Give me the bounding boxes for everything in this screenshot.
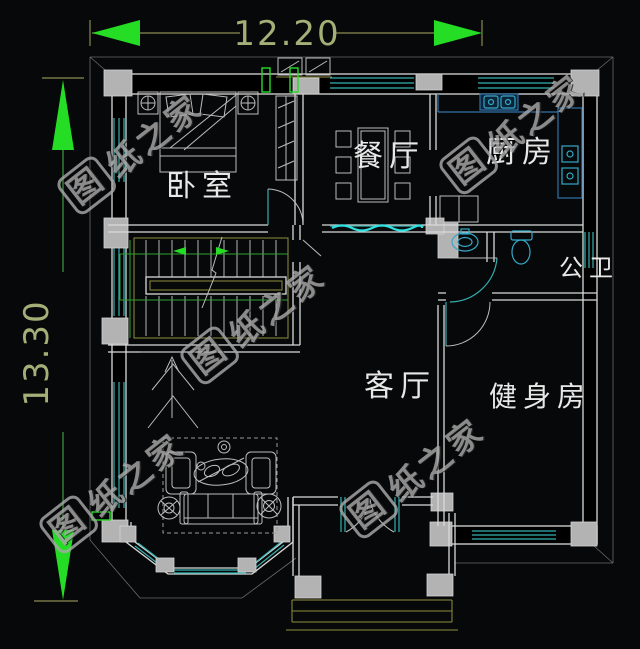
window-top-dining	[330, 77, 414, 89]
window-right-bathroom	[584, 232, 594, 268]
armchair-right	[245, 451, 277, 495]
stair-direction-arrow	[140, 351, 199, 429]
stairhall-door-leaf	[302, 239, 322, 257]
coffee-table-decor	[193, 440, 249, 486]
living-room-rug	[162, 437, 278, 534]
dining-table	[357, 127, 389, 203]
structural-columns	[101, 69, 600, 573]
entry-steps	[286, 599, 458, 631]
dimension-arrow-down	[52, 530, 74, 600]
room-label-kitchen: 厨房	[486, 135, 558, 170]
round-side-table-right	[256, 493, 282, 519]
room-label-bedroom: 卧室	[166, 169, 238, 204]
dimension-arrow-up	[52, 80, 74, 150]
dimension-arrow-left	[92, 20, 140, 46]
staircase	[119, 236, 289, 339]
nightstand-right	[237, 91, 259, 115]
dimension-width: 12.20	[89, 14, 483, 54]
bathroom-door	[449, 257, 498, 303]
window-gym-bottom	[472, 530, 556, 540]
interior-walls	[108, 94, 597, 526]
window-left-bedroom	[113, 118, 125, 182]
downpipe-markers	[91, 67, 299, 521]
window-left-living	[113, 382, 125, 508]
entry-double-door	[292, 496, 456, 576]
refrigerator	[439, 195, 479, 223]
kitchen-counter	[437, 94, 583, 199]
wardrobe	[275, 95, 298, 181]
vent-boxes	[276, 57, 332, 78]
armchair-left	[165, 451, 197, 495]
dimension-arrow-right	[434, 20, 482, 46]
toilet-icon	[510, 230, 533, 265]
dimension-width-label: 12.20	[233, 14, 340, 54]
room-label-bathroom: 公卫	[559, 254, 619, 282]
window-bay	[134, 541, 285, 574]
room-label-dining: 餐厅	[353, 139, 425, 174]
gym-door	[445, 301, 491, 347]
dimension-height: 13.30	[17, 77, 84, 602]
bed	[159, 91, 237, 173]
room-label-living: 客厅	[364, 369, 436, 404]
round-side-table-left	[157, 496, 181, 520]
window-left-stairs	[113, 248, 125, 316]
bedroom-door	[267, 188, 304, 226]
room-label-gym: 健身房	[489, 380, 591, 413]
sofa	[179, 491, 263, 525]
nightstand-left	[137, 91, 159, 115]
window-top-kitchen	[478, 77, 554, 89]
porch-columns	[294, 573, 454, 599]
roof-eave-outline	[89, 56, 614, 599]
dining-chairs	[335, 130, 411, 200]
dimension-height-label: 13.30	[17, 299, 57, 406]
kitchen-sink	[479, 93, 519, 111]
bathroom-sink-icon	[451, 228, 479, 252]
dining-partition-window	[330, 224, 424, 232]
